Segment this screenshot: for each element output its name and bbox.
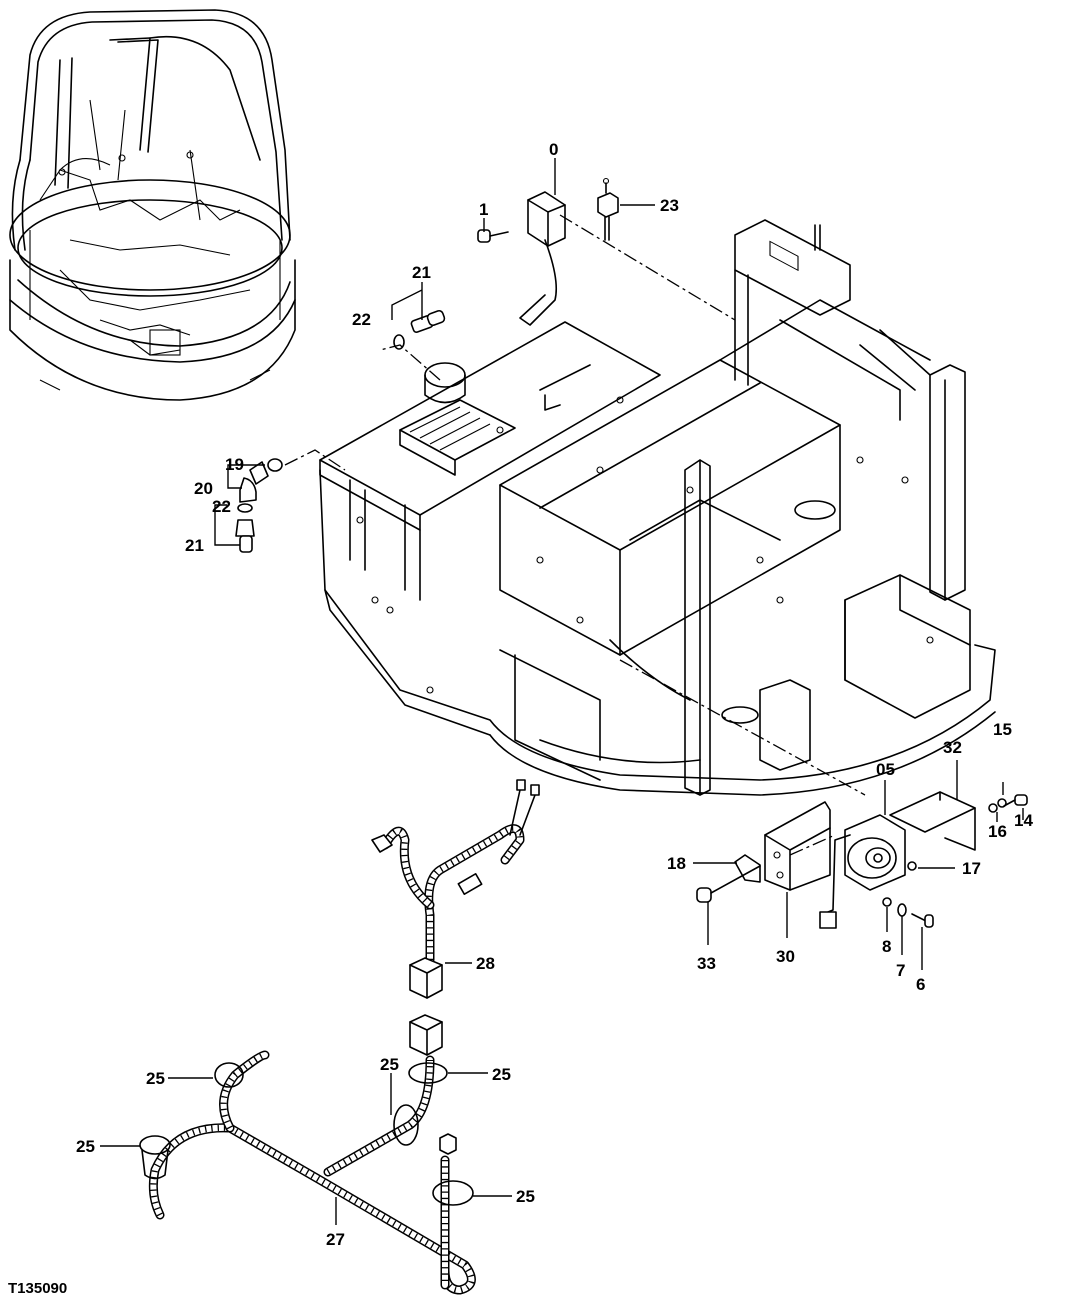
callout-22-lower: 22 (212, 497, 231, 516)
callout-20: 20 (194, 479, 213, 498)
callout-1: 1 (479, 200, 488, 219)
part-28-harness (371, 779, 540, 1056)
assembly-lines (284, 214, 866, 856)
part-23-switch (597, 177, 619, 241)
upper-frame (319, 219, 996, 796)
callout-25-b: 25 (76, 1137, 95, 1156)
part-1-bolt (477, 229, 509, 243)
callout-22-upper: 22 (352, 310, 371, 329)
callout-labels: 0 1 23 21 22 19 20 22 21 32 15 14 16 05 … (8, 140, 1033, 1297)
callout-25-c: 25 (380, 1055, 399, 1074)
callout-14: 14 (1014, 811, 1033, 830)
leader-lines (100, 158, 1024, 1225)
part-32-cover (889, 791, 976, 851)
callout-7: 7 (896, 961, 905, 980)
part-21-22-fitting-upper (393, 309, 446, 350)
callout-0: 0 (549, 140, 558, 159)
callout-25-a: 25 (146, 1069, 165, 1088)
callout-21-upper: 21 (412, 263, 431, 282)
part-6-7-8-hardware (882, 897, 934, 928)
callout-23: 23 (660, 196, 679, 215)
part-0-controller (519, 191, 566, 326)
callout-27: 27 (326, 1230, 345, 1249)
callout-28: 28 (476, 954, 495, 973)
callout-33: 33 (697, 954, 716, 973)
callout-21-lower: 21 (185, 536, 204, 555)
callout-05: 05 (876, 760, 895, 779)
callout-17: 17 (962, 859, 981, 878)
callout-8: 8 (882, 937, 891, 956)
part-14-15-16-17-hardware (907, 794, 1028, 871)
part-05-sensor (819, 814, 906, 929)
callout-19: 19 (225, 455, 244, 474)
callout-18: 18 (667, 854, 686, 873)
callout-25-d: 25 (492, 1065, 511, 1084)
part-33-bolt (696, 865, 761, 903)
callout-25-e: 25 (516, 1187, 535, 1206)
cab-canopy-overview (9, 9, 296, 401)
part-18-clip (734, 854, 761, 883)
callout-16: 16 (988, 822, 1007, 841)
part-27-harness (139, 1050, 476, 1295)
part-19-20-elbow-fittings (235, 458, 283, 553)
callout-32: 32 (943, 738, 962, 757)
part-30-bracket (764, 801, 831, 891)
callout-6: 6 (916, 975, 925, 994)
figure-code: T135090 (8, 1280, 67, 1297)
callout-30: 30 (776, 947, 795, 966)
callout-15: 15 (993, 720, 1012, 739)
